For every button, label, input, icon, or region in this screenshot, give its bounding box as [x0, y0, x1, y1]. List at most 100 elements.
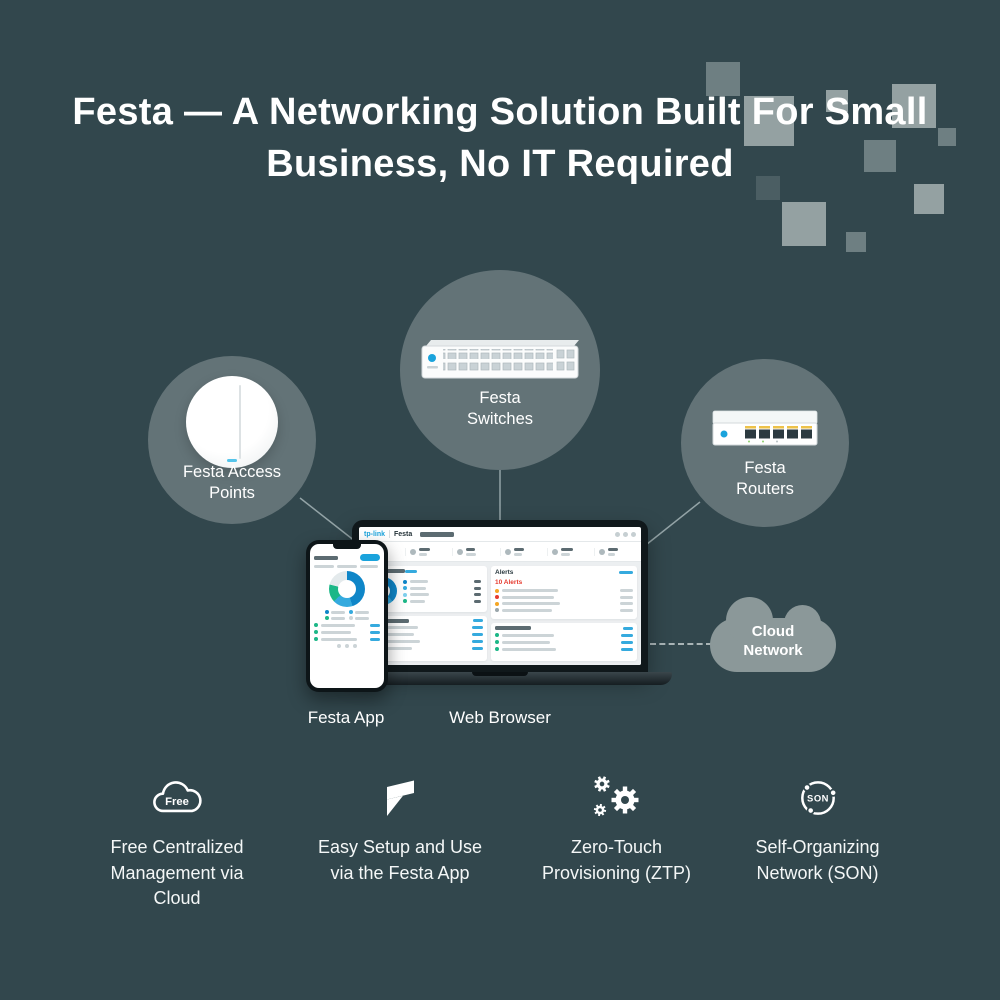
skeleton-bar: [331, 616, 345, 620]
skeleton-bar: [621, 633, 633, 637]
skeleton-bar: [355, 616, 369, 620]
legend-dot: [325, 610, 329, 614]
skeleton-bar: [474, 593, 481, 596]
phone-notch: [333, 544, 361, 549]
free-cloud-icon: Free: [149, 772, 205, 824]
stat-cell: [406, 547, 454, 556]
topbar-icon: [623, 531, 628, 537]
skeleton-bar: [405, 569, 417, 573]
feature-son: SON Self-Organizing Network (SON): [730, 772, 905, 886]
skeleton-bar: [620, 602, 633, 605]
gears-icon: [589, 772, 645, 824]
router-device: [712, 410, 818, 446]
festa-access-points-label: Festa Access Points: [182, 463, 282, 503]
skeleton-bar: [560, 547, 573, 551]
decor-square: [826, 90, 848, 112]
skeleton-bar: [420, 531, 455, 537]
decor-square: [846, 232, 866, 252]
decor-square: [864, 140, 896, 172]
app-donut-legend: [314, 610, 380, 620]
decor-square: [914, 184, 944, 214]
skeleton-bar: [495, 626, 531, 631]
festa-switches-circle: Festa Switches: [400, 270, 600, 470]
skeleton-bar: [410, 599, 425, 603]
skeleton-bar: [419, 547, 431, 551]
decor-square: [744, 96, 794, 146]
skeleton-bar: [472, 633, 483, 637]
skeleton-bar: [502, 608, 552, 612]
laptop-screen: tp-link Festa: [352, 520, 648, 672]
dashboard-card-clients: [491, 623, 637, 661]
decor-square: [938, 128, 956, 146]
page-title: Festa — A Networking Solution Built For …: [0, 86, 1000, 191]
divider: [389, 530, 390, 538]
free-label: Free: [165, 796, 189, 808]
app-donut-chart: [329, 571, 365, 607]
nav-dot: [353, 644, 357, 648]
skeleton-bar: [513, 547, 524, 551]
stat-cell: [548, 547, 595, 556]
feature-text: Self-Organizing Network (SON): [755, 837, 880, 883]
skeleton-bar: [472, 640, 483, 644]
alerts-title: Alerts: [495, 569, 514, 576]
skeleton-bar: [370, 623, 380, 627]
skeleton-bar: [374, 633, 414, 637]
decor-square: [782, 202, 826, 246]
cloud-connector-line: [650, 643, 712, 645]
feature-free-cloud: Free Free Centralized Management via Clo…: [92, 772, 262, 912]
status-dot: [314, 630, 318, 634]
skeleton-bar: [355, 610, 369, 614]
skeleton-bar: [337, 565, 357, 568]
cloud-network: Cloud Network: [710, 597, 836, 672]
stat-icon: [410, 548, 417, 555]
skeleton-bar: [619, 571, 633, 574]
feature-ztp: Zero-Touch Provisioning (ZTP): [524, 772, 709, 886]
skeleton-bar: [466, 553, 477, 556]
topbar-icon: [615, 531, 620, 537]
skeleton-bar: [367, 618, 409, 623]
topbar-icon: [631, 531, 636, 537]
dashboard-body: Alerts 10 Alerts: [359, 562, 641, 665]
skeleton-bar: [560, 553, 570, 556]
alert-dot: [495, 601, 499, 606]
tp-link-logo: tp-link: [364, 530, 385, 538]
page-title-line1: Festa — A Networking Solution Built For …: [72, 91, 928, 133]
dashboard-product-name: Festa: [394, 530, 413, 538]
skeleton-bar: [474, 580, 481, 583]
phone: [306, 540, 388, 692]
skeleton-bar: [620, 589, 633, 592]
skeleton-bar: [474, 599, 481, 603]
device-seam: [239, 385, 241, 459]
decor-square: [756, 176, 780, 200]
skeleton-bar: [621, 640, 633, 644]
alert-dot: [495, 608, 499, 612]
laptop-notch: [472, 672, 528, 676]
stat-cell: [501, 547, 548, 556]
legend-dot: [403, 599, 407, 603]
laptop-base: [328, 672, 672, 685]
status-dot: [314, 637, 318, 641]
access-point-device: [186, 376, 278, 468]
decor-square: [892, 84, 936, 128]
status-dot: [495, 647, 499, 652]
skeleton-bar: [607, 553, 615, 556]
nav-dot: [337, 644, 341, 648]
skeleton-bar: [410, 586, 426, 590]
skeleton-bar: [370, 637, 380, 641]
festa-switches-label: Festa Switches: [466, 389, 534, 429]
alert-dot: [495, 595, 499, 599]
legend-dot: [403, 586, 407, 590]
web-browser-caption: Web Browser: [449, 708, 551, 727]
skeleton-bar: [473, 619, 483, 623]
status-dot: [495, 640, 499, 645]
legend-dot: [325, 616, 329, 620]
stat-cell: [595, 547, 641, 556]
skeleton-bar: [410, 580, 428, 583]
alerts-count: 10 Alerts: [495, 579, 523, 586]
festa-logo-icon: [378, 772, 422, 824]
status-dot: [495, 633, 499, 638]
skeleton-bar: [472, 626, 483, 630]
festa-routers-circle: Festa Routers: [681, 359, 849, 527]
skeleton-bar: [607, 547, 618, 551]
